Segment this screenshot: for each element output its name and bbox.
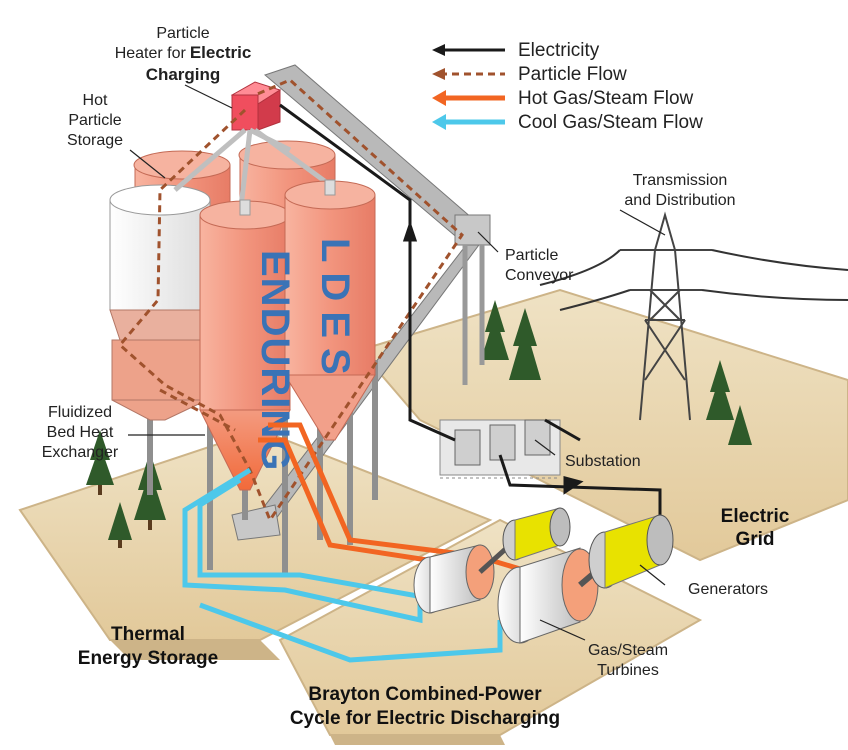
turbine-icon bbox=[497, 547, 599, 644]
label-hot-3: Storage bbox=[67, 132, 123, 149]
legend-item-cool-gas: Cool Gas/Steam Flow bbox=[432, 112, 703, 133]
pine-trees bbox=[86, 300, 752, 548]
label-grid-2: Grid bbox=[735, 529, 774, 550]
generator-icon bbox=[478, 507, 571, 574]
label-turb-2: Turbines bbox=[597, 662, 659, 679]
silo-front-left bbox=[199, 199, 291, 491]
label-tes-2: Energy Storage bbox=[78, 648, 218, 669]
legend-label-hot-gas: Hot Gas/Steam Flow bbox=[518, 88, 694, 109]
pine-tree-icon bbox=[509, 308, 541, 380]
pine-tree-icon bbox=[86, 430, 114, 495]
silo-front-right bbox=[284, 179, 376, 441]
legend: Electricity Particle Flow Hot Gas/Steam … bbox=[432, 40, 703, 133]
label-heater-1: Particle bbox=[156, 25, 209, 42]
particle-flow-lines bbox=[117, 78, 464, 524]
substation-icon bbox=[439, 419, 561, 479]
legend-label-particle-flow: Particle Flow bbox=[518, 64, 627, 85]
silo-word-ldes: LDES bbox=[313, 238, 357, 385]
legend-item-hot-gas: Hot Gas/Steam Flow bbox=[432, 88, 694, 109]
label-brayton-1: Brayton Combined-Power bbox=[308, 684, 542, 705]
label-heater-2: Heater for Electric bbox=[115, 43, 252, 62]
label-generators: Generators bbox=[688, 581, 768, 598]
label-grid-1: Electric bbox=[721, 506, 790, 527]
label-trans-1: Transmission bbox=[633, 172, 728, 189]
label-heater-4: Charging bbox=[146, 65, 221, 84]
label-hot-1: Hot bbox=[83, 92, 108, 109]
label-conveyor-2: Conveyor bbox=[505, 267, 574, 284]
legend-label-electricity: Electricity bbox=[518, 40, 600, 61]
pine-tree-icon bbox=[481, 300, 509, 360]
legend-item-electricity: Electricity bbox=[432, 40, 600, 61]
label-tes-1: Thermal bbox=[111, 624, 185, 645]
pine-tree-icon bbox=[108, 502, 132, 548]
label-turb-1: Gas/Steam bbox=[588, 642, 668, 659]
particle-heater-icon bbox=[173, 81, 332, 216]
label-trans-2: and Distribution bbox=[624, 192, 735, 209]
pine-tree-icon bbox=[728, 405, 752, 445]
label-brayton-2: Cycle for Electric Discharging bbox=[290, 708, 560, 729]
pine-tree-icon bbox=[706, 360, 734, 420]
label-fbhe-3: Exchanger bbox=[42, 444, 119, 461]
legend-label-cool-gas: Cool Gas/Steam Flow bbox=[518, 112, 703, 133]
label-substation: Substation bbox=[565, 453, 641, 470]
label-fbhe-2: Bed Heat bbox=[47, 424, 114, 441]
silo-cold bbox=[109, 184, 211, 421]
labels: Particle Heater for Electric Charging Ho… bbox=[42, 25, 790, 729]
transmission-tower-icon bbox=[539, 211, 848, 421]
label-fbhe-1: Fluidized bbox=[48, 404, 112, 421]
label-conveyor-1: Particle bbox=[505, 247, 558, 264]
label-hot-2: Particle bbox=[68, 112, 121, 129]
generator-icon bbox=[578, 514, 674, 589]
leader-lines bbox=[128, 84, 666, 641]
silo-word-enduring: ENDURING bbox=[253, 250, 297, 471]
cool-gas-flow bbox=[182, 467, 503, 663]
legend-item-particle-flow: Particle Flow bbox=[432, 64, 627, 85]
